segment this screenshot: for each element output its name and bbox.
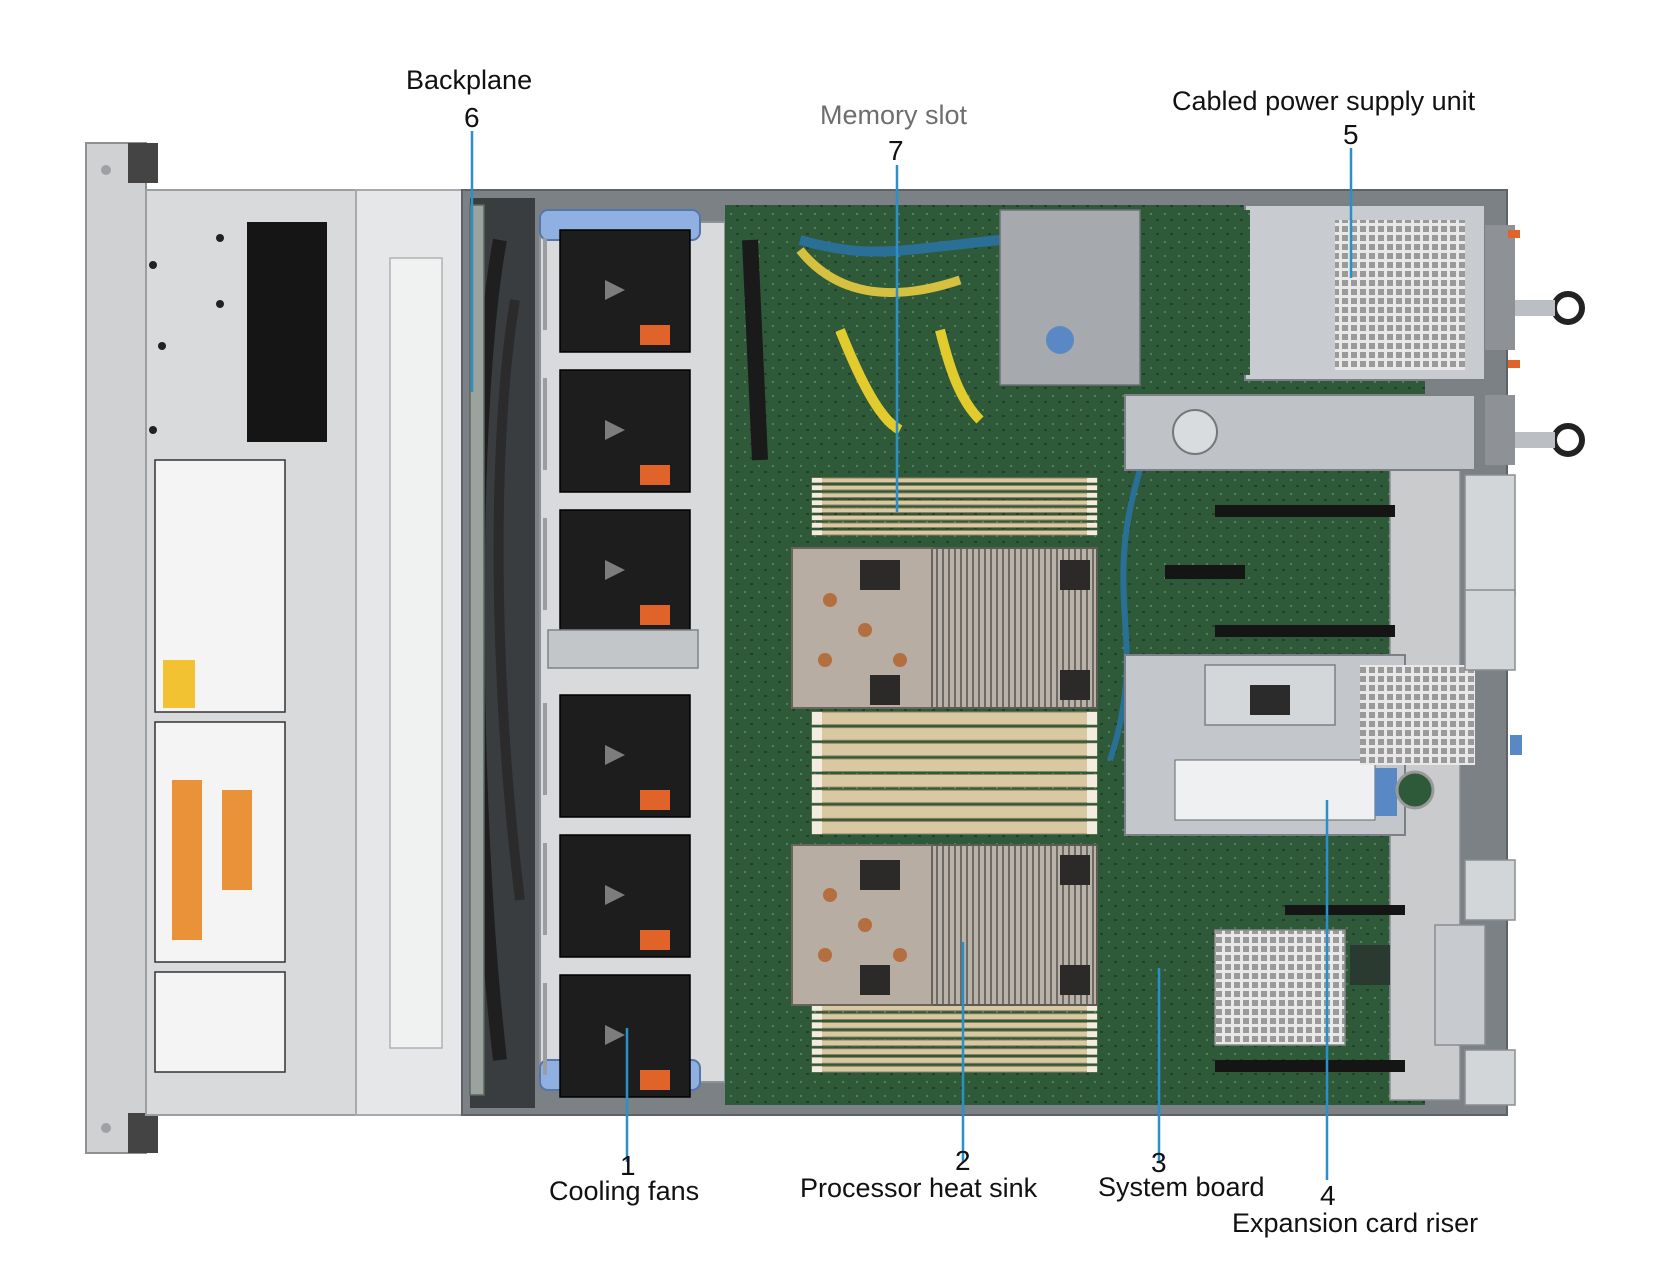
memory-dimm (811, 492, 1098, 498)
memory-dimm (811, 1013, 1098, 1020)
callout-2-number: 2 (955, 1145, 971, 1176)
memory-dimm (811, 515, 1098, 521)
callout-5-number: 5 (1343, 119, 1359, 150)
fan-module (543, 369, 691, 493)
memory-dimm (811, 1039, 1098, 1047)
memory-dimm (811, 1022, 1098, 1029)
callout-7-label: Memory slot (820, 100, 968, 130)
memory-dimm (811, 1048, 1098, 1055)
front-bezel (85, 142, 158, 1154)
memory-dimm (811, 820, 1098, 835)
memory-dimm (811, 727, 1098, 741)
memory-bank-top (811, 477, 1098, 536)
memory-dimm (811, 477, 1098, 483)
fan-cage (539, 209, 726, 1098)
callout-4-number: 4 (1320, 1180, 1336, 1211)
memory-dimm (811, 1065, 1098, 1073)
callout-7-number: 7 (888, 135, 904, 166)
callout-3-number: 3 (1151, 1147, 1167, 1178)
expansion-card-riser (1124, 654, 1475, 836)
rear-io-brackets (1434, 474, 1522, 1106)
power-supply-unit (999, 204, 1585, 471)
processor-heat-sink-2 (791, 844, 1098, 1006)
callout-1-number: 1 (620, 1150, 636, 1181)
fan-module (543, 694, 691, 818)
service-label-tag (154, 971, 286, 1073)
callout-5-label: Cabled power supply unit (1172, 86, 1476, 116)
fan-module (543, 229, 691, 353)
memory-bank-middle (811, 711, 1098, 835)
callout-3-label: System board (1098, 1172, 1265, 1202)
callout-1-label: Cooling fans (549, 1176, 700, 1206)
memory-dimm (811, 530, 1098, 536)
top-cover-panel (145, 189, 463, 1116)
memory-bank-bottom (811, 1004, 1098, 1073)
memory-dimm (811, 507, 1098, 513)
memory-dimm (811, 805, 1098, 819)
memory-dimm (811, 485, 1098, 491)
callout-4-label: Expansion card riser (1232, 1208, 1479, 1238)
memory-dimm (811, 758, 1098, 772)
callout-6-number: 6 (464, 102, 480, 133)
memory-dimm (811, 774, 1098, 788)
fan-module (543, 834, 691, 958)
memory-dimm (811, 742, 1098, 757)
memory-dimm (811, 789, 1098, 804)
fan-module (543, 974, 691, 1098)
chipset-heatsink (1214, 929, 1346, 1046)
regulatory-label (247, 222, 327, 442)
callout-2-label: Processor heat sink (800, 1173, 1038, 1203)
callout-6-label: Backplane (406, 65, 533, 95)
memory-dimm (811, 500, 1098, 506)
fan-module (543, 509, 691, 633)
backplane (469, 204, 485, 1096)
memory-dimm (811, 522, 1098, 528)
memory-dimm (811, 1030, 1098, 1038)
memory-dimm (811, 711, 1098, 726)
processor-heat-sink-1 (791, 547, 1098, 709)
memory-dimm (811, 1057, 1098, 1064)
callout-leaders (470, 131, 1353, 1180)
